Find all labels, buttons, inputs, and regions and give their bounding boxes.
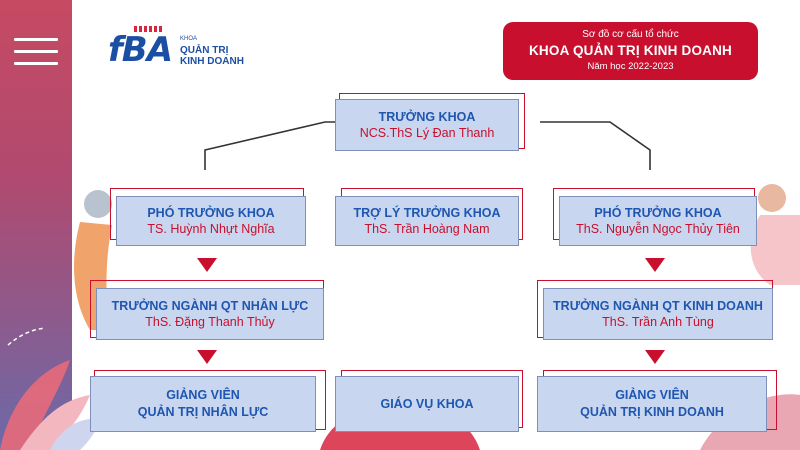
menu-icon[interactable] xyxy=(14,38,58,74)
node-giao-vu-khoa: GIÁO VỤ KHOA xyxy=(335,370,525,438)
role-label: PHÓ TRƯỞNG KHOA xyxy=(594,205,722,220)
arrow-down-left-2 xyxy=(197,350,217,364)
node-tro-ly-truong-khoa: TRỢ LÝ TRƯỞNG KHOA ThS. Trần Hoàng Nam xyxy=(335,188,525,250)
node-pho-truong-khoa-left: PHÓ TRƯỞNG KHOA TS. Huỳnh Nhựt Nghĩa xyxy=(110,188,310,250)
arrow-down-right-1 xyxy=(645,258,665,272)
person-name: ThS. Trần Hoàng Nam xyxy=(364,221,490,236)
logo-text: KHOA QUẢN TRỊ KINH DOANH xyxy=(180,35,244,67)
title-line-3: Năm học 2022-2023 xyxy=(587,61,674,72)
role-label-line-2: QUẢN TRỊ NHÂN LỰC xyxy=(137,405,269,419)
title-line-1: Sơ đồ cơ cấu tổ chức xyxy=(582,29,679,40)
node-giang-vien-kinh-doanh: GIẢNG VIÊN QUẢN TRỊ KINH DOANH xyxy=(537,370,779,438)
arrow-down-left-1 xyxy=(197,258,217,272)
role-label: GIÁO VỤ KHOA xyxy=(380,396,474,411)
node-pho-truong-khoa-right: PHÓ TRƯỞNG KHOA ThS. Nguyễn Ngọc Thủy Ti… xyxy=(553,188,763,250)
node-truong-nganh-kinh-doanh: TRƯỞNG NGÀNH QT KINH DOANH ThS. Trần Anh… xyxy=(537,280,779,348)
person-name: TS. Huỳnh Nhựt Nghĩa xyxy=(147,221,275,236)
role-label-line-1: GIẢNG VIÊN xyxy=(615,388,689,402)
role-label: TRƯỞNG NGÀNH QT KINH DOANH xyxy=(553,298,763,313)
chart-title-box: Sơ đồ cơ cấu tổ chức KHOA QUẢN TRỊ KINH … xyxy=(503,22,758,80)
node-truong-nganh-nhan-luc: TRƯỞNG NGÀNH QT NHÂN LỰC ThS. Đặng Thanh… xyxy=(90,280,330,348)
person-name: ThS. Nguyễn Ngọc Thủy Tiên xyxy=(576,221,740,236)
person-name: NCS.ThS Lý Đan Thanh xyxy=(359,125,495,140)
role-label-line-1: GIẢNG VIÊN xyxy=(166,388,240,402)
role-label: TRỢ LÝ TRƯỞNG KHOA xyxy=(353,205,501,220)
role-label: TRƯỞNG NGÀNH QT NHÂN LỰC xyxy=(111,298,309,313)
person-name: ThS. Đặng Thanh Thủy xyxy=(145,314,275,329)
role-label: PHÓ TRƯỞNG KHOA xyxy=(147,205,275,220)
person-name: ThS. Trần Anh Tùng xyxy=(602,314,714,329)
logo-flag-icon xyxy=(134,26,164,32)
fba-logo: fBA KHOA QUẢN TRỊ KINH DOANH xyxy=(108,26,244,70)
node-truong-khoa: TRƯỞNG KHOA NCS.ThS Lý Đan Thanh xyxy=(335,93,525,155)
arrow-down-right-2 xyxy=(645,350,665,364)
node-giang-vien-nhan-luc: GIẢNG VIÊN QUẢN TRỊ NHÂN LỰC xyxy=(90,370,330,438)
title-line-2: KHOA QUẢN TRỊ KINH DOANH xyxy=(528,43,733,58)
logo-mark: fBA xyxy=(108,26,173,70)
role-label-line-2: QUẢN TRỊ KINH DOANH xyxy=(580,405,724,419)
role-label: TRƯỞNG KHOA xyxy=(378,109,476,124)
